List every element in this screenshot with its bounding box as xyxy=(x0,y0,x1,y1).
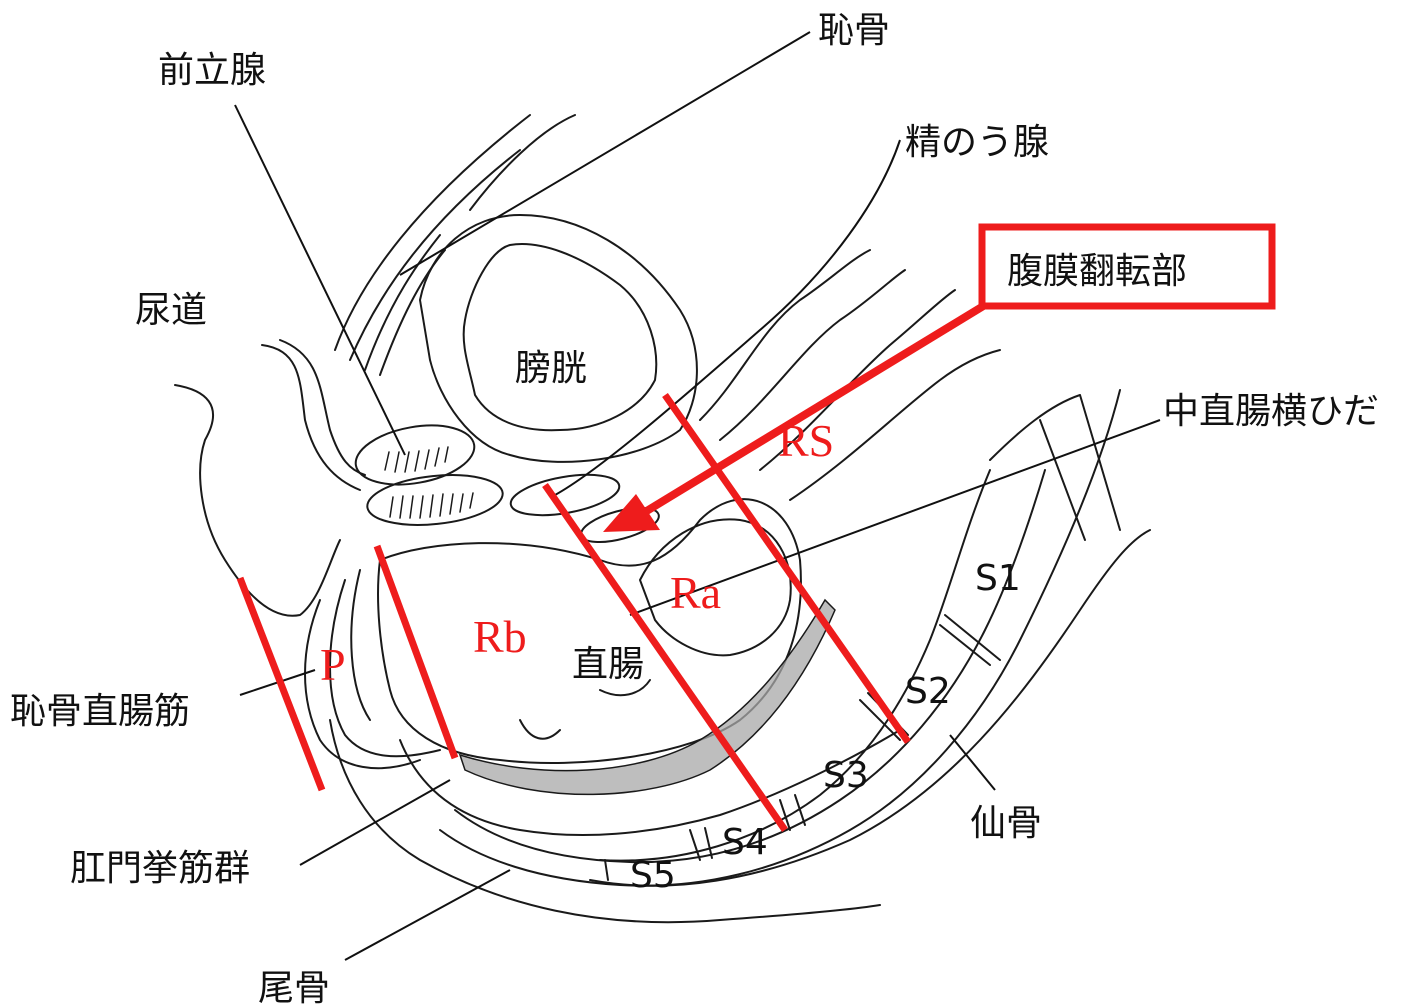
leader-sacrum xyxy=(949,734,996,791)
sigmoid-fold-3 xyxy=(759,289,956,471)
label-puborectalis: 恥骨直腸筋 xyxy=(10,691,190,732)
sacral-division-4 xyxy=(689,827,713,861)
prostate-lower xyxy=(366,474,504,526)
urethra-outline-inner xyxy=(279,339,366,476)
puborectalis-band-3 xyxy=(350,569,371,721)
leader-pubis xyxy=(399,31,811,276)
label-bladder: 膀胱 xyxy=(515,348,587,389)
sacral-division-5 xyxy=(604,859,609,881)
urethra-outline xyxy=(261,344,361,491)
sacral-division-3 xyxy=(779,794,806,831)
sacral-division-1 xyxy=(939,614,1001,666)
pubic-ligament-5 xyxy=(469,114,576,211)
boundary-line-ra-rs xyxy=(662,392,911,745)
boundary-line-p-rb xyxy=(373,544,459,760)
label-peritoneal-reflection: 腹膜翻転部 xyxy=(1007,251,1187,292)
sacrum-anterior-2 xyxy=(454,469,1046,864)
label-rectum: 直腸 xyxy=(572,644,644,685)
label-s3: S3 xyxy=(823,755,869,796)
puborectalis-band-1 xyxy=(304,599,421,770)
anatomy-drawing xyxy=(174,114,1151,924)
leader-coccyx xyxy=(344,869,511,961)
label-rs: RS xyxy=(778,415,834,466)
label-sacrum: 仙骨 xyxy=(970,803,1042,844)
label-rb: Rb xyxy=(473,611,527,662)
s1-body-line xyxy=(1039,419,1086,541)
bladder-outer xyxy=(419,214,698,463)
pubic-bone-outline xyxy=(174,384,341,617)
label-s5: S5 xyxy=(630,855,676,896)
sigmoid-fold-1 xyxy=(699,249,871,421)
pubic-ligament-1 xyxy=(334,114,531,351)
leader-lines xyxy=(234,31,1161,961)
pubic-ligament-2 xyxy=(349,149,521,361)
label-seminal-vesicle: 精のう腺 xyxy=(905,122,1049,163)
boundary-line-anal-outer xyxy=(236,576,326,792)
levator-contour xyxy=(399,729,901,836)
prostate-upper xyxy=(354,424,476,486)
label-s2: S2 xyxy=(905,671,951,712)
arrow-shaft xyxy=(642,301,988,516)
peritoneal-reflection-box xyxy=(978,223,1276,310)
pubic-ligament-3 xyxy=(364,234,441,371)
leader-seminal-vesicle xyxy=(554,139,901,496)
rectum-fold xyxy=(519,679,651,740)
label-prostate: 前立腺 xyxy=(158,50,266,91)
mesorectum-shading xyxy=(458,598,836,796)
label-p: P xyxy=(320,639,346,690)
rectum-ampulla-upper xyxy=(639,518,792,657)
label-s1: S1 xyxy=(975,558,1021,599)
sigmoid-fold-2 xyxy=(719,269,906,441)
peritoneal-reflection-arrow xyxy=(603,301,988,532)
label-coccyx: 尾骨 xyxy=(258,968,330,1005)
leader-prostate xyxy=(234,104,406,456)
label-pubis: 恥骨 xyxy=(818,10,890,51)
leader-levator xyxy=(299,779,451,866)
labels: 恥骨 前立腺 精のう腺 腹膜翻転部 尿道 膀胱 中直腸横ひだ 直腸 恥骨直腸筋 … xyxy=(10,10,1379,1005)
boundary-line-rb-ra xyxy=(542,483,788,832)
leader-middle-fold xyxy=(629,419,1161,616)
label-s4: S4 xyxy=(722,822,768,863)
puborectalis-band-2 xyxy=(329,579,441,758)
label-urethra: 尿道 xyxy=(135,290,207,331)
s1-body-upper xyxy=(989,394,1121,531)
label-ra: Ra xyxy=(670,567,721,618)
perineum-contour xyxy=(329,719,881,924)
sigmoid-fold-4 xyxy=(789,349,1001,501)
sacrum-anterior-1 xyxy=(439,389,1121,887)
arrow-head xyxy=(603,494,660,532)
bladder-inner xyxy=(462,243,658,432)
label-middle-transverse-fold: 中直腸横ひだ xyxy=(1163,391,1379,432)
sacrum-inner-1 xyxy=(599,469,991,862)
prostate-hatching xyxy=(384,446,474,519)
sacrum-posterior xyxy=(589,529,1151,887)
rectal-division-lines xyxy=(236,392,911,832)
label-levator-ani: 肛門挙筋群 xyxy=(70,848,250,889)
